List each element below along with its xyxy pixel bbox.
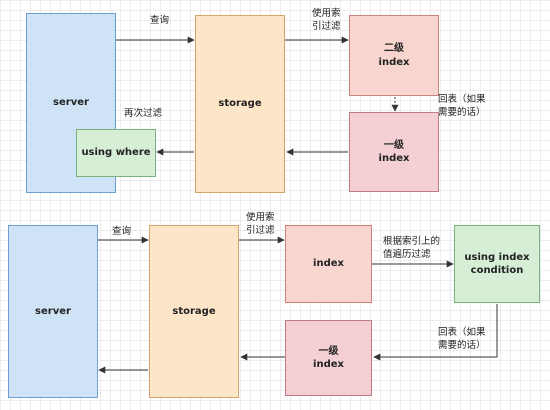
top-storage-label: storage: [218, 98, 262, 110]
bottom-server-label: server: [35, 305, 71, 317]
bottom-using-index-condition-label: using index condition: [464, 251, 530, 277]
top-primary-index-label: 一级 index: [378, 139, 410, 165]
bottom-traverse-by-index-label: 根据索引上的 值遍历过滤: [383, 236, 441, 260]
top-query-label: 查询: [150, 15, 170, 26]
top-back-to-table-label: 回表（如果 需要的话）: [438, 94, 486, 118]
top-use-index-filter-label: 使用索 引过滤: [312, 8, 341, 32]
bottom-server-box: server: [8, 225, 98, 398]
bottom-index-box: index: [285, 225, 372, 303]
arrow-bottom-condition-to-primary-index: [373, 304, 498, 361]
top-primary-index-box: 一级 index: [349, 112, 439, 192]
top-server-label: server: [53, 97, 89, 109]
bottom-primary-index-label: 一级 index: [313, 345, 344, 371]
top-secondary-index-box: 二级 index: [349, 15, 439, 96]
bottom-using-index-condition-box: using index condition: [454, 225, 540, 303]
bottom-query-label: 查询: [112, 226, 132, 237]
top-using-where-box: using where: [76, 129, 156, 177]
bottom-index-label: index: [313, 258, 344, 270]
bottom-storage-box: storage: [149, 225, 239, 398]
bottom-back-to-table-label: 回表（如果 需要的话）: [438, 327, 486, 351]
bottom-storage-label: storage: [172, 305, 216, 317]
top-secondary-index-label: 二级 index: [378, 43, 410, 68]
bottom-use-index-filter-label: 使用索 引过滤: [246, 212, 275, 236]
top-storage-box: storage: [195, 15, 285, 193]
bottom-primary-index-box: 一级 index: [285, 320, 372, 396]
top-using-where-label: using where: [81, 147, 151, 159]
top-filter-again-label: 再次过滤: [124, 108, 163, 119]
